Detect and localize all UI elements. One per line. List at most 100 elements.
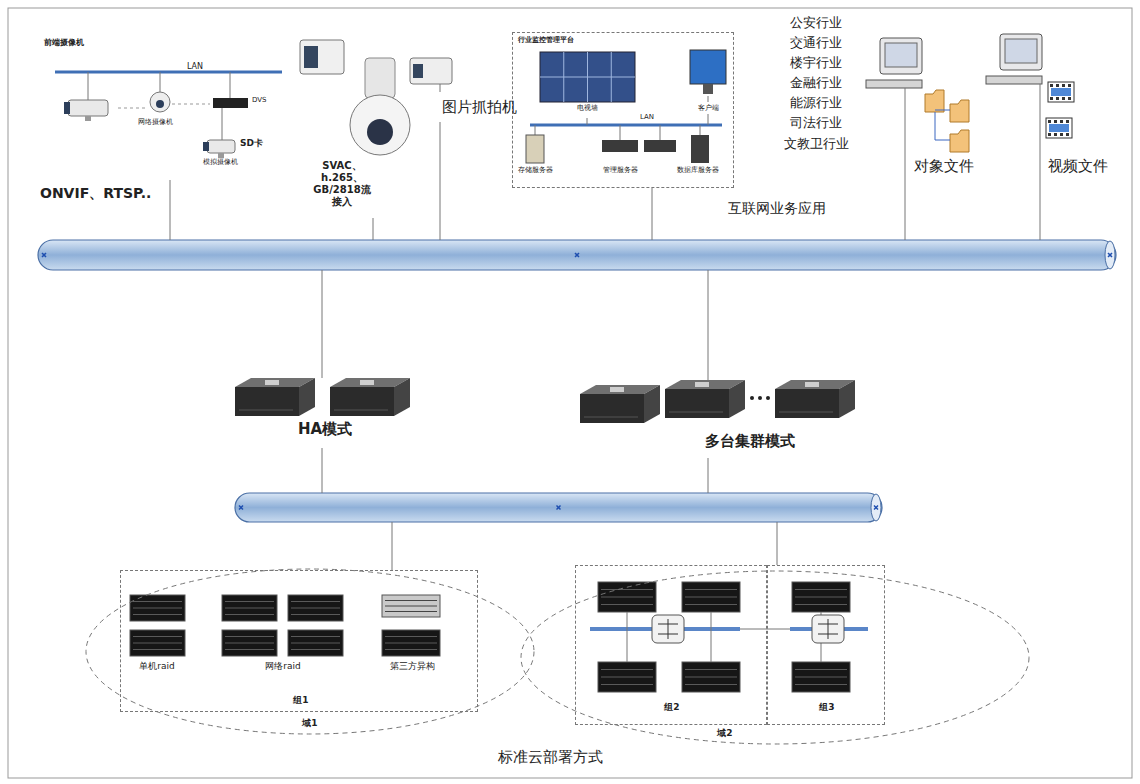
wire [172,104,210,105]
wire [708,96,709,102]
wire [118,108,148,109]
network-bus [235,493,882,522]
bus-marker [1108,253,1112,257]
folder-icon [925,90,944,112]
device-group: 前端摄像机 [40,36,290,178]
text-label: ONVIF、RTSP.. [40,185,165,202]
storage-array [382,595,440,617]
storage-array [288,630,343,656]
text-label: 网络raid [248,661,318,672]
device-box [644,140,676,152]
wire [627,612,628,662]
wire [708,270,709,380]
text-label: 单机raid [122,661,192,672]
camera-icon [64,100,108,121]
switch-icon [812,615,844,643]
node-label: 组2 [642,702,702,713]
lan-bar [55,71,282,74]
storage-array [792,662,850,692]
wire [373,218,374,240]
wire [440,122,441,240]
text-label: SVAC、 h.265、 GB/2818流 接入 [312,160,372,208]
wire [711,612,712,662]
wire [322,448,323,493]
camera-lens [413,64,423,78]
group-box: 组2 [575,565,767,725]
camera-icon [300,40,344,74]
node-label: 组1 [271,695,331,706]
industry-label: 交通行业 [790,35,880,51]
bus-marker [42,253,46,257]
wire [160,72,161,92]
text-label: 模拟摄像机 [190,158,250,166]
industry-label: 公安行业 [790,15,880,31]
wire [620,125,621,140]
industry-label: 楼宇行业 [790,55,880,71]
camera-lens [304,46,318,68]
wire [740,629,790,630]
text-label: 视频文件 [1048,157,1128,175]
dome-mount [365,58,395,98]
bus-marker [874,506,878,510]
wire [535,125,536,135]
pc-icon [866,38,922,88]
camera-icon [203,140,235,158]
group-box: 组1 [120,570,478,712]
server-tower [526,135,544,163]
storage-array [222,595,277,621]
wire [660,125,661,140]
ellipse-outline [85,568,535,735]
text-label: LAN [640,113,666,121]
wire [935,140,950,141]
text-label: 互联网业务应用 [728,200,848,217]
server-group: HA模式 [225,370,425,455]
text-label: DVS [252,96,282,104]
folder-icon [950,100,969,122]
ellipsis-dot [750,396,754,400]
server-icon [580,385,660,423]
storage-array [382,630,440,656]
node-label: 前端摄像机 [44,38,164,48]
ellipsis-dot [766,396,770,400]
domain-ellipse: 域2组2组3 [520,570,1030,745]
storage-array [598,662,656,692]
text-label: 对象文件 [914,157,994,175]
storage-array [598,582,656,612]
node-label: 行业监控管理平台 [518,36,638,44]
text-label: 客户端 [685,104,731,112]
storage-array [130,630,185,656]
wire [440,84,441,92]
text-label: 第三方异构 [376,661,448,672]
domain-ellipse: 域1组1 [85,568,535,735]
wire [905,88,906,240]
node-label: 域2 [700,728,750,739]
wire [392,522,393,570]
switch-icon [652,615,684,643]
ellipse-outline [520,570,1030,745]
text-label: LAN [180,62,210,72]
industry-label: 金融行业 [790,75,880,91]
server-icon [235,378,315,416]
server-icon [330,378,410,416]
frame [8,8,1132,778]
network-bus [38,240,1116,270]
wire [652,188,653,240]
storage-array [682,582,740,612]
text-label: SD卡 [240,138,280,149]
wire [222,108,223,140]
server-icon [665,380,745,418]
text-label: 电视墙 [562,104,612,112]
wire [777,522,778,565]
text-label: 管理服务器 [595,166,645,174]
camera-lens [367,119,393,145]
storage-array [792,582,850,612]
pc-icon [986,34,1042,84]
storage-array [288,595,343,621]
dome-camera-icon [150,92,170,112]
node-label: HA模式 [225,420,425,438]
wire [708,114,709,125]
bus-marker [557,506,561,510]
wire [935,110,950,111]
video-wall [540,52,635,102]
text-label: 图片抓拍机 [442,98,532,116]
